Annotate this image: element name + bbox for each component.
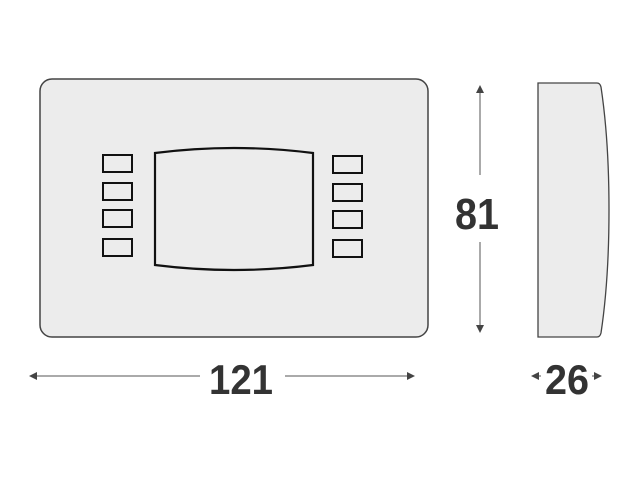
depth-dimension: 26 <box>531 356 602 403</box>
right-buttons <box>332 155 363 258</box>
left-buttons <box>102 154 133 257</box>
width-dimension: 121 <box>29 356 415 403</box>
left-button-2 <box>102 182 133 201</box>
width-label: 121 <box>209 356 273 403</box>
device-side-view <box>537 82 610 338</box>
left-button-3 <box>102 209 133 228</box>
right-button-3 <box>332 210 363 229</box>
right-button-4 <box>332 239 363 258</box>
right-button-1 <box>332 155 363 174</box>
right-button-2 <box>332 183 363 202</box>
height-label: 81 <box>455 190 499 239</box>
height-dimension: 81 <box>455 85 499 333</box>
left-button-4 <box>102 238 133 257</box>
display-screen <box>153 146 315 272</box>
front-view <box>39 78 429 338</box>
depth-label: 26 <box>545 356 589 403</box>
left-button-1 <box>102 154 133 173</box>
